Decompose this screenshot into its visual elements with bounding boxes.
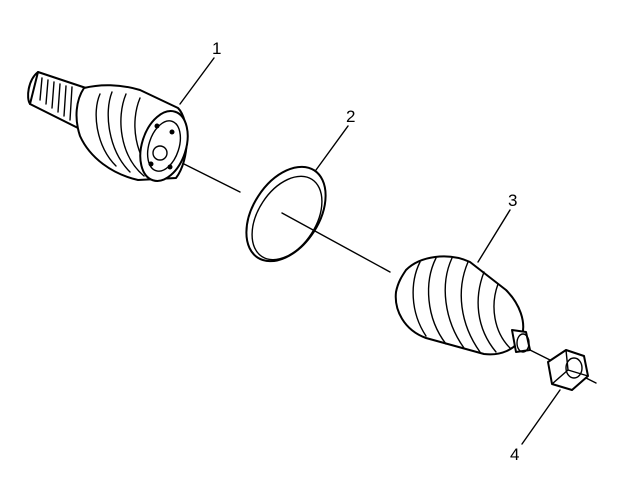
callout-3: 3: [508, 191, 517, 210]
part-2-ring: [245, 165, 327, 263]
part-4-nut: [547, 349, 589, 391]
part-3-boot: [394, 255, 531, 356]
leader-line-1: [179, 57, 215, 105]
callout-2: 2: [346, 107, 355, 126]
callout-1: 1: [212, 39, 221, 58]
leader-lines: [179, 57, 561, 445]
splined-shaft: [27, 71, 87, 129]
callout-4: 4: [510, 445, 519, 464]
leader-line-2: [315, 125, 349, 171]
part-1-joint-housing: [27, 71, 189, 182]
leader-line-3: [477, 209, 511, 263]
leader-line-4: [521, 389, 561, 445]
